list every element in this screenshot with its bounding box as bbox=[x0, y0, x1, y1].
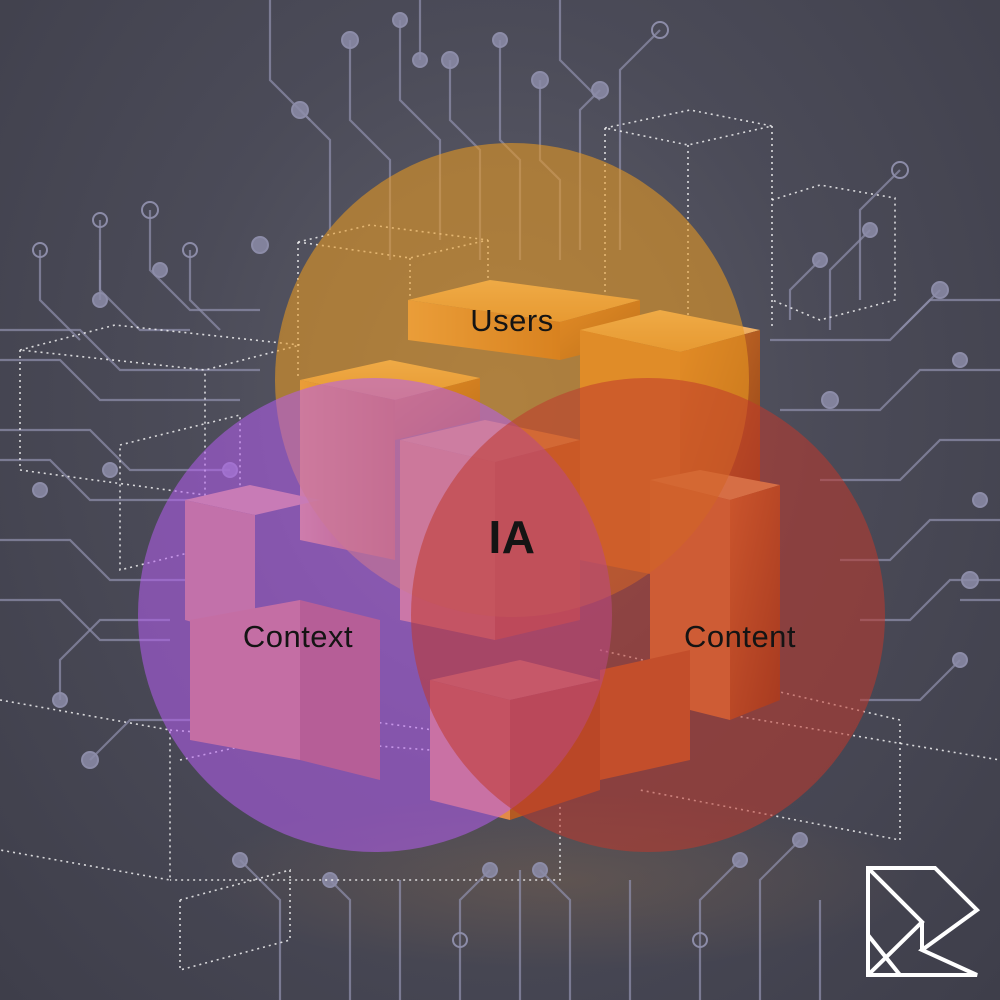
content-circle bbox=[411, 378, 885, 852]
venn-circles bbox=[138, 143, 885, 852]
content-label: Content bbox=[683, 619, 797, 654]
context-label: Context bbox=[242, 619, 354, 654]
r-logo-icon bbox=[866, 866, 981, 977]
ia-center-label: IA bbox=[488, 511, 536, 563]
circuit-nodes bbox=[32, 12, 988, 948]
users-label: Users bbox=[470, 303, 554, 338]
